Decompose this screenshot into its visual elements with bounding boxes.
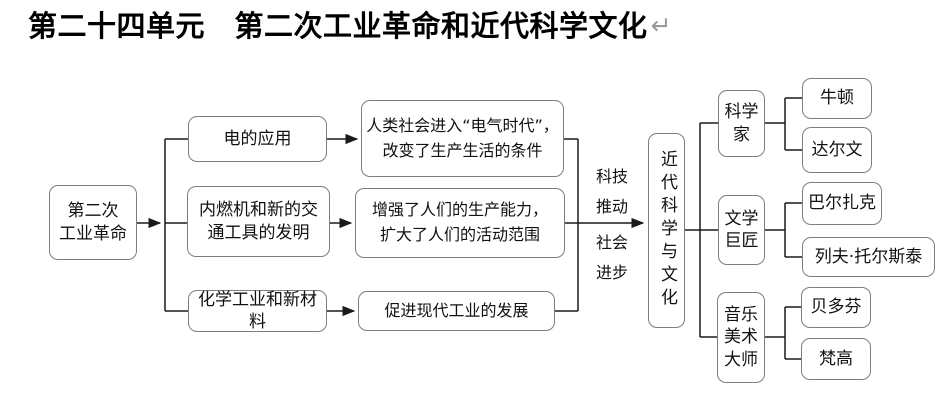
return-mark-icon: ↵: [650, 11, 672, 40]
node-effect-electrical-age: 人类社会进入“电气时代”， 改变了生产生活的条件: [361, 100, 564, 177]
bridge-label-bottom: 社会 进步: [595, 233, 628, 282]
plain-connectors: [164, 97, 802, 360]
node-effect-production-capacity: 增强了人们的生产能力， 扩大了人们的活动范围: [355, 188, 565, 258]
node-member-beethoven: 贝多芬: [801, 287, 871, 328]
node-cause-combustion-engine: 内燃机和新的交 通工具的发明: [187, 186, 330, 257]
node-member-newton: 牛顿: [802, 78, 872, 119]
bridge-label-top: 科技 推动: [595, 167, 628, 216]
node-category-music-art-masters: 音乐 美术 大师: [717, 292, 765, 383]
node-category-scientists: 科学 家: [718, 90, 765, 157]
node-member-leo-tolstoy: 列夫·托尔斯泰: [802, 237, 935, 277]
node-member-balzac: 巴尔扎克: [802, 182, 882, 225]
page-title-text: 第二十四单元 第二次工业革命和近代科学文化: [28, 9, 648, 43]
node-effect-modern-industry: 促进现代工业的发展: [358, 291, 555, 331]
node-second-industrial-revolution: 第二次 工业革命: [49, 185, 137, 260]
node-category-literary-masters: 文学 巨匠: [718, 195, 765, 265]
node-cause-electricity: 电的应用: [188, 116, 327, 162]
node-member-darwin: 达尔文: [802, 127, 872, 173]
node-modern-science-and-culture: 近代科学与文化: [648, 133, 685, 328]
node-cause-chemical-industry: 化学工业和新材料: [188, 290, 327, 332]
page-title: 第二十四单元 第二次工业革命和近代科学文化↵: [28, 5, 672, 47]
node-member-van-gogh: 梵高: [801, 338, 871, 380]
